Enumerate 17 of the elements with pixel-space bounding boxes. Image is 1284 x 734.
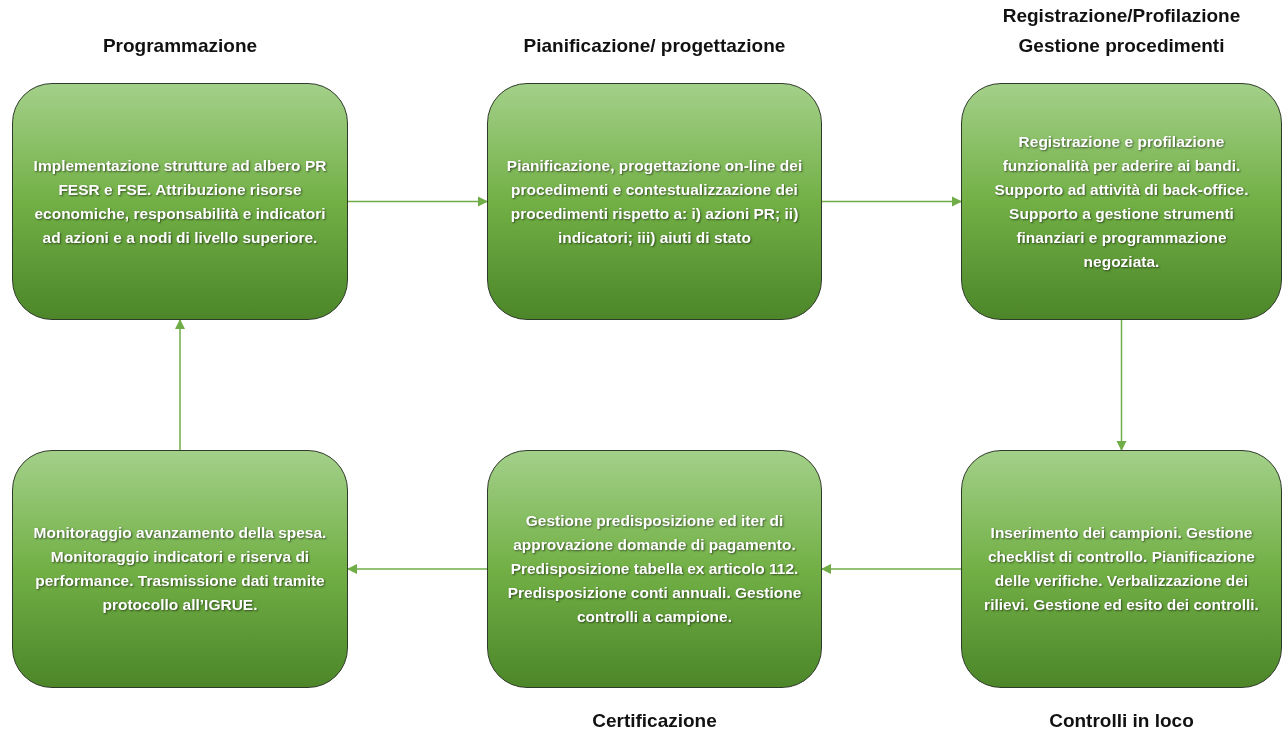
arrow [821,196,963,207]
arrow [820,563,962,575]
stage-heading: Registrazione/Profilazione Gestione procedimenti [1001,4,1242,58]
process-description: Monitoraggio avanzamento della spesa. Monitoraggio indicatori e riserva di performance. Trasmissione dati tramite protocollo all’IGRUE. [32,523,328,615]
process-description: Registrazione e profilazione funzionalità per aderire ai bandi. Supporto ad attività di back-office. Supporto a gestione strumenti finanziari e programmazione negoziata. [993,131,1250,272]
arrow [347,196,489,207]
arrow [1116,319,1127,452]
process-description: Pianificazione, progettazione on-line dei procedimenti e contestualizzazione dei procedimenti rispetto a: i) azioni PR; ii) indicatori; iii) aiuti di stato [506,155,803,248]
process-description: Inserimento dei campioni. Gestione checklist di controllo. Pianificazione delle verifiche. Verbalizzazione dei rilievi. Gestione ed esito dei controlli. [983,523,1260,615]
stage-heading: Controlli in loco [1049,709,1194,733]
stage-heading: Programmazione [102,34,258,58]
arrow [174,318,186,451]
stage-heading: Certificazione [592,709,717,733]
process-description: Implementazione strutture ad albero PR FESR e FSE. Attribuzione risorse economiche, responsabilità e indicatori ad azioni e a nodi di livello superiore. [32,155,328,248]
arrow [346,563,488,575]
process-description: Gestione predisposizione ed iter di approvazione domande di pagamento. Predisposizione tabella ex articolo 112. Predisposizione conti annuali. Gestione controlli a campione. [506,511,803,627]
stage-heading: Pianificazione/ progettazione [523,34,786,58]
